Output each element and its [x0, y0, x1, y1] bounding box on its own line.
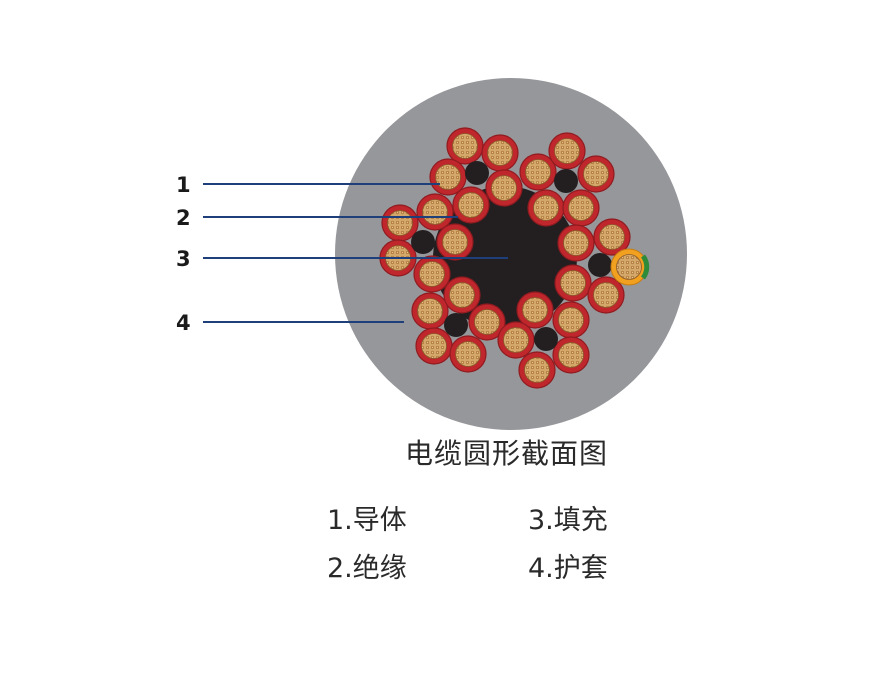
copper-conductor	[449, 282, 475, 308]
insulated-conductor	[527, 189, 565, 227]
copper-conductor	[491, 175, 517, 201]
callout-numbers: 1 2 3 4	[176, 173, 191, 335]
insulated-conductor	[446, 127, 484, 165]
copper-conductor	[525, 159, 551, 185]
copper-conductor	[452, 133, 478, 159]
insulated-conductor	[436, 223, 474, 261]
insulated-conductor	[587, 276, 625, 314]
filler-group	[411, 161, 612, 351]
copper-conductor	[421, 333, 447, 359]
legend-item-filler: 3.填充	[528, 505, 608, 536]
copper-conductor	[524, 357, 550, 383]
insulated-conductor	[429, 158, 467, 196]
copper-conductor	[455, 341, 481, 367]
copper-conductor	[593, 282, 619, 308]
insulated-conductor	[416, 193, 454, 231]
legend-item-insulation: 2.绝缘	[327, 553, 407, 584]
insulated-conductor	[519, 153, 557, 191]
legend-item-sheath: 4.护套	[528, 553, 608, 584]
copper-conductor	[417, 298, 443, 324]
copper-conductor	[422, 199, 448, 225]
copper-conductor	[558, 307, 584, 333]
filler-strand	[588, 253, 612, 277]
copper-conductor	[522, 297, 548, 323]
copper-conductor	[558, 342, 584, 368]
copper-conductor	[387, 210, 413, 236]
insulated-conductor	[497, 321, 535, 359]
ground-conductor	[616, 254, 642, 280]
copper-conductor	[419, 261, 445, 287]
diagram-caption: 电缆圆形截面图	[405, 437, 609, 470]
copper-conductor	[442, 229, 468, 255]
insulated-conductor	[557, 224, 595, 262]
ground-core	[610, 248, 650, 286]
copper-conductor	[503, 327, 529, 353]
insulated-conductor	[411, 292, 449, 330]
insulated-conductor	[552, 336, 590, 374]
callout-number-3: 3	[176, 247, 191, 271]
copper-conductor	[487, 140, 513, 166]
legend-item-conductor: 1.导体	[327, 505, 407, 536]
insulated-conductor	[577, 155, 615, 193]
insulated-conductor	[518, 351, 556, 389]
insulated-conductor	[562, 189, 600, 227]
copper-conductor	[560, 270, 586, 296]
ground-stripe	[640, 254, 650, 280]
copper-conductor	[458, 192, 484, 218]
insulated-conductor	[481, 134, 519, 172]
insulated-conductor	[548, 132, 586, 170]
filler-strand	[554, 169, 578, 193]
copper-conductor	[554, 138, 580, 164]
filler-strand	[444, 313, 468, 337]
insulated-conductor	[452, 186, 490, 224]
copper-conductor	[533, 195, 559, 221]
copper-conductor	[599, 224, 625, 250]
copper-conductor	[568, 195, 594, 221]
copper-conductor	[583, 161, 609, 187]
callout-number-1: 1	[176, 173, 191, 197]
copper-conductor	[435, 164, 461, 190]
filler-strand	[465, 161, 489, 185]
insulated-conductor	[516, 291, 554, 329]
callout-number-2: 2	[176, 206, 191, 230]
insulated-conductor	[554, 264, 592, 302]
copper-conductor	[563, 230, 589, 256]
insulated-conductor	[593, 218, 631, 256]
copper-conductor	[474, 309, 500, 335]
insulated-conductor	[485, 169, 523, 207]
insulated-conductor	[415, 327, 453, 365]
insulated-conductor	[552, 301, 590, 339]
insulated-conductor	[443, 276, 481, 314]
leader-lines	[203, 183, 508, 323]
filler-strand	[411, 230, 435, 254]
filler-strand	[534, 327, 558, 351]
insulated-conductor	[468, 303, 506, 341]
insulated-conductor	[413, 255, 451, 293]
conductor-group	[379, 127, 631, 389]
insulated-conductor	[449, 335, 487, 373]
insulated-conductor	[381, 204, 419, 242]
callout-number-4: 4	[176, 311, 191, 335]
